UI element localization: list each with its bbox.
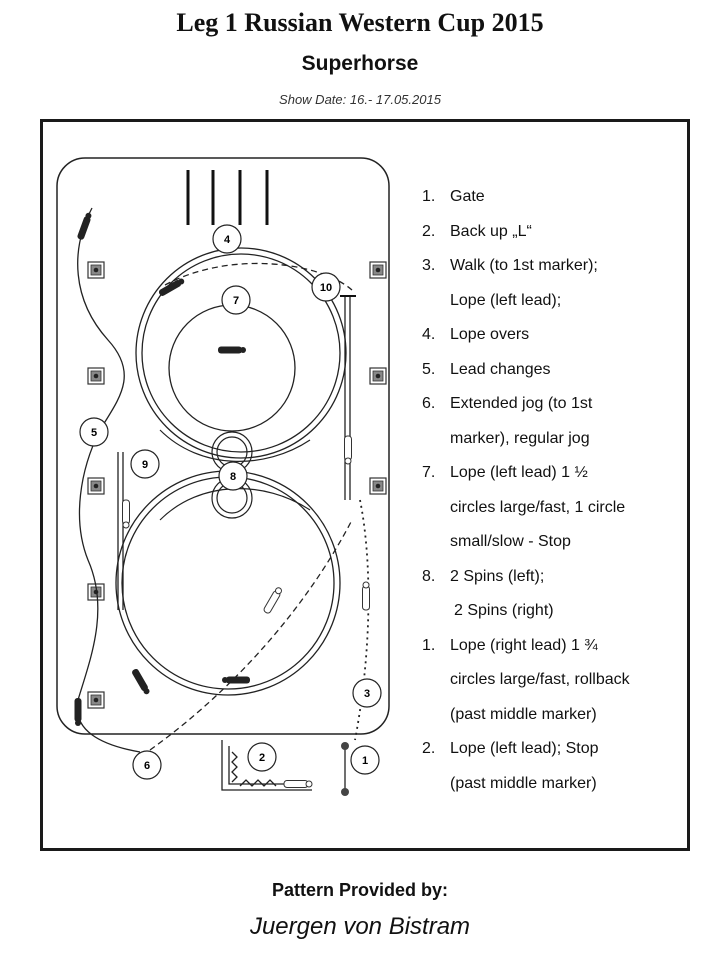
step-number: 4.	[422, 326, 436, 343]
step-text: Lope (left lead) 1 ½	[450, 464, 588, 481]
marker-badge-4: 4	[212, 224, 242, 254]
svg-text:5: 5	[91, 427, 97, 439]
svg-text:2: 2	[259, 752, 265, 764]
rundown-lines	[117, 296, 351, 610]
marker-badge-8: 8	[218, 461, 248, 491]
step-5-lead-changes: 5. Lead changes	[422, 353, 702, 388]
marker-badge-1: 1	[350, 745, 380, 775]
svg-text:8: 8	[230, 471, 236, 483]
step-text: Lope (left lead);	[450, 291, 562, 309]
step-2-back-up: 2. Back up „L“	[422, 215, 702, 250]
small-circle	[168, 304, 296, 432]
step-text: marker), regular jog	[450, 429, 590, 447]
step-text: Lope (left lead); Stop	[450, 740, 599, 757]
step-number: 2.	[422, 222, 436, 240]
step-text: Walk (to 1st marker);	[450, 257, 598, 274]
marker-badge-9: 9	[130, 449, 160, 479]
step-text: small/slow - Stop	[450, 533, 571, 550]
marker-badge-10: 10	[311, 272, 341, 302]
svg-text:7: 7	[233, 295, 239, 307]
svg-text:9: 9	[142, 459, 148, 471]
gate-area	[221, 740, 346, 791]
svg-text:3: 3	[364, 688, 370, 700]
step-7-lope-circles: 7. Lope (left lead) 1 ½ circles large/fa…	[422, 456, 702, 560]
step-text: (past middle marker)	[450, 705, 597, 723]
step-text: Extended jog (to 1st	[450, 395, 593, 412]
step-4-lope-overs: 4. Lope overs	[422, 318, 702, 353]
footer-author: Juergen von Bistram	[249, 913, 471, 940]
footer-label: Pattern Provided by:	[271, 880, 449, 900]
pattern-steps: 1. Gate 2. Back up „L“ 3. Walk (to 1st m…	[422, 180, 702, 801]
marker-badge-5: 5	[79, 417, 109, 447]
step-number: 1.	[422, 636, 436, 654]
step-text: circles large/fast, 1 circle	[450, 498, 626, 516]
step-text: Lead changes	[450, 360, 551, 378]
step-number: 1.	[422, 188, 436, 205]
svg-text:6: 6	[144, 760, 150, 772]
step-text: Lope overs	[450, 326, 530, 343]
step-3-walk-lope: 3. Walk (to 1st marker); Lope (left lead…	[422, 249, 702, 318]
step-10-lope-left-stop: 2. Lope (left lead); Stop (past middle m…	[422, 732, 702, 801]
step-1-gate: 1. Gate	[422, 180, 702, 215]
step-number: 8.	[422, 567, 436, 585]
lope-over-poles	[186, 170, 269, 225]
page-title: Leg 1 Russian Western Cup 2015	[176, 8, 544, 37]
step-text: (past middle marker)	[450, 774, 597, 792]
step-text: Back up „L“	[450, 222, 532, 240]
dashed-lope-path	[149, 519, 353, 751]
page-subtitle: Superhorse	[301, 52, 419, 75]
step-8-spins: 8. 2 Spins (left); 2 Spins (right)	[422, 560, 702, 629]
step-text: Gate	[450, 188, 485, 205]
arena-outline	[56, 157, 390, 735]
step-number: 3.	[422, 257, 436, 274]
marker-badge-7: 7	[221, 285, 251, 315]
step-number: 6.	[422, 395, 436, 412]
step-number: 7.	[422, 464, 436, 481]
step-6-extended-jog: 6. Extended jog (to 1st marker), regular…	[422, 387, 702, 456]
step-number: 5.	[422, 360, 436, 378]
marker-badge-6: 6	[132, 750, 162, 780]
step-text: Lope (right lead) 1 ¾	[450, 636, 598, 654]
step-text: circles large/fast, rollback	[450, 671, 630, 688]
step-text: 2 Spins (left);	[450, 567, 545, 585]
serpentine-path	[76, 207, 141, 753]
step-number: 2.	[422, 740, 436, 757]
gate-post-bottom	[341, 788, 349, 796]
step-9-lope-right: 1. Lope (right lead) 1 ¾ circles large/f…	[422, 629, 702, 733]
svg-text:10: 10	[320, 282, 332, 294]
pattern-frame	[40, 119, 690, 851]
marker-badge-3: 3	[352, 678, 382, 708]
show-date: Show Date: 16.- 17.05.2015	[279, 92, 441, 107]
svg-text:1: 1	[362, 755, 368, 767]
gate-post-top	[341, 742, 349, 750]
step-text: 2 Spins (right)	[454, 602, 554, 619]
svg-text:4: 4	[224, 234, 231, 246]
marker-badge-2: 2	[247, 742, 277, 772]
